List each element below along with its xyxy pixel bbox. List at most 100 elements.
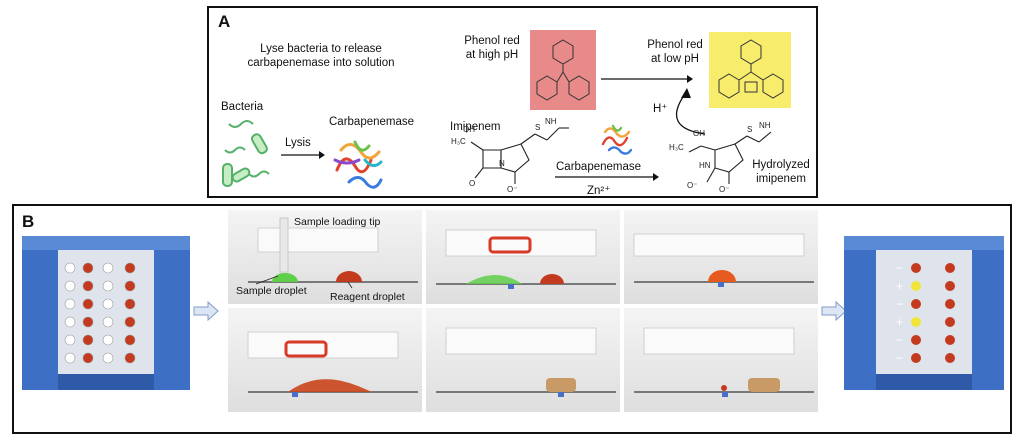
well — [102, 352, 114, 364]
negative-sign: − — [896, 333, 903, 347]
result-well — [911, 353, 921, 363]
reaction-enzyme-label: Carbapenemase — [556, 161, 642, 173]
sample-droplet-label: Sample droplet — [236, 285, 307, 297]
well — [124, 334, 136, 346]
proton-curved-arrow — [675, 88, 706, 135]
device-after: − + − + − − — [844, 236, 1004, 390]
well — [64, 352, 76, 364]
result-well — [911, 263, 921, 273]
well — [102, 334, 114, 346]
positive-sign: + — [896, 279, 903, 293]
hydrolyzed-caption: Hydrolyzed imipenem — [743, 158, 819, 186]
phenol-high-line1: Phenol red — [464, 35, 520, 47]
result-well — [911, 335, 921, 345]
well — [102, 316, 114, 328]
frame-1: Sample loading tip Sample droplet Reagen… — [228, 210, 422, 304]
imipenem-label: Imipenem — [450, 121, 501, 133]
negative-sign: − — [896, 351, 903, 365]
control-well — [945, 299, 955, 309]
well — [82, 334, 94, 346]
panel-a-label: A — [218, 12, 231, 31]
svg-text:H₃C: H₃C — [669, 143, 684, 152]
frame-4 — [228, 308, 422, 412]
bacteria-label: Bacteria — [221, 101, 264, 113]
well — [124, 352, 136, 364]
well — [64, 316, 76, 328]
svg-text:OH: OH — [463, 125, 475, 134]
result-well — [911, 281, 921, 291]
svg-text:O⁻: O⁻ — [507, 185, 517, 194]
svg-text:S: S — [747, 125, 752, 134]
ph-change-arrow — [601, 75, 693, 83]
well — [82, 280, 94, 292]
flow-arrow-1 — [193, 300, 219, 322]
phenol-high-line2: at high pH — [465, 49, 519, 61]
phenol-low-line2: at low pH — [651, 53, 699, 65]
result-well — [911, 299, 921, 309]
device-before — [22, 236, 190, 390]
lyse-caption-line1: Lyse bacteria to release — [260, 43, 382, 55]
flow-arrow-2 — [821, 300, 847, 322]
positive-sign: + — [896, 315, 903, 329]
negative-sign: − — [896, 261, 903, 275]
svg-text:S: S — [535, 123, 540, 132]
control-well — [945, 353, 955, 363]
panel-b: B Sample loading tip Sample droplet Reag… — [12, 204, 1012, 434]
lysis-label: Lysis — [285, 137, 311, 149]
reaction-arrow — [555, 173, 659, 181]
well — [124, 298, 136, 310]
sample-loading-tip-label: Sample loading tip — [294, 216, 381, 228]
carbapenemase-label: Carbapenemase — [329, 116, 415, 128]
lyse-caption: Lyse bacteria to release carbapenemase i… — [231, 42, 411, 70]
result-well — [911, 317, 921, 327]
phenol-low-caption: Phenol red at low pH — [639, 38, 711, 66]
carbapenemase-protein-icon — [333, 140, 383, 189]
well — [82, 262, 94, 274]
frame-2 — [426, 210, 620, 304]
lysis-arrow — [281, 151, 325, 159]
control-well — [945, 335, 955, 345]
svg-text:H₃C: H₃C — [451, 137, 466, 146]
svg-text:OH: OH — [693, 129, 705, 138]
well — [82, 316, 94, 328]
well — [64, 334, 76, 346]
frame-3 — [624, 210, 818, 304]
control-well — [945, 281, 955, 291]
well — [124, 316, 136, 328]
svg-text:N: N — [499, 159, 505, 168]
lyse-caption-line2: carbapenemase into solution — [247, 57, 395, 69]
frame-5 — [426, 308, 620, 412]
well — [64, 280, 76, 292]
svg-text:NH: NH — [545, 117, 557, 126]
panel-b-label: B — [22, 212, 35, 231]
phenol-high-caption: Phenol red at high pH — [455, 34, 529, 62]
imipenem-structure: H₃C OH O N O⁻ S NH — [451, 117, 569, 194]
svg-text:HN: HN — [699, 161, 711, 170]
svg-text:O: O — [469, 179, 475, 188]
well — [82, 298, 94, 310]
svg-text:NH: NH — [759, 121, 771, 130]
phenol-low-line1: Phenol red — [647, 39, 703, 51]
panel-a: A Lyse bacteria to release carbapenemase… — [207, 6, 818, 198]
negative-sign: − — [896, 297, 903, 311]
well — [124, 280, 136, 292]
frame-6 — [624, 308, 818, 412]
control-well — [945, 263, 955, 273]
well — [102, 298, 114, 310]
well — [64, 262, 76, 274]
proton-label: H⁺ — [653, 103, 668, 115]
hydrolyzed-imipenem-structure: H₃C OH HN O⁻ O⁻ S NH — [669, 121, 772, 194]
carbapenemase-small-icon — [601, 124, 633, 155]
control-well — [945, 317, 955, 327]
well — [102, 280, 114, 292]
svg-text:O⁻: O⁻ — [719, 185, 729, 194]
zinc-label: Zn²⁺ — [587, 185, 611, 197]
phenol-red-high-ph-structure — [536, 39, 590, 101]
well — [64, 298, 76, 310]
well — [124, 262, 136, 274]
phenol-red-low-ph-structure — [718, 39, 784, 99]
well — [102, 262, 114, 274]
hydrolyzed-line1: Hydrolyzed — [752, 159, 810, 171]
bacteria-icon — [222, 120, 270, 187]
svg-text:O⁻: O⁻ — [687, 181, 697, 190]
